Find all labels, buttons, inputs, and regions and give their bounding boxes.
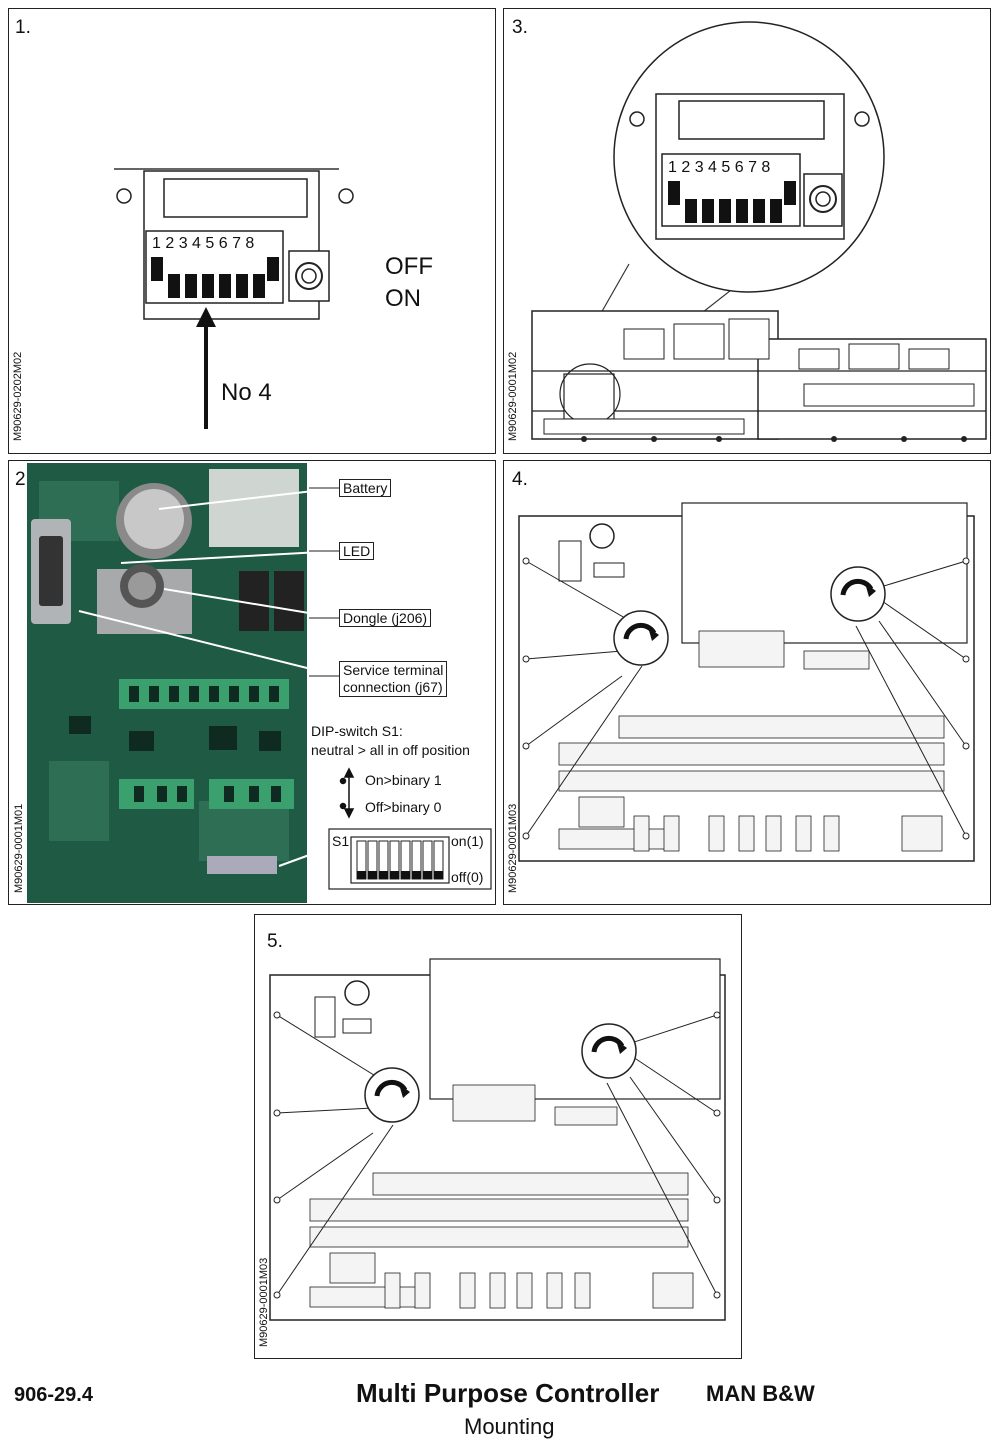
on-state-label: on(1)	[451, 833, 484, 849]
switch-numbers-zoom: 1 2 3 4 5 6 7 8	[668, 159, 771, 176]
panel-2-number: 2.	[15, 469, 31, 490]
doc-title: Multi Purpose Controller	[356, 1378, 660, 1408]
controller-front-drawing-5	[269, 958, 726, 1321]
panel-5-code: M90629-0001M03	[258, 1257, 270, 1347]
panel-3: 3.	[503, 8, 991, 454]
doc-number: 906-29.4	[14, 1384, 93, 1406]
panel-5: 5.	[254, 914, 742, 1359]
service-terminal-callout: Service terminal connection (j67)	[339, 661, 448, 697]
battery-callout: Battery	[339, 479, 392, 497]
pcb-photo	[27, 463, 492, 903]
panel-4-number: 4.	[512, 469, 528, 490]
led-callout: LED	[339, 542, 375, 560]
off-binary-label: Off>binary 0	[365, 799, 442, 815]
on-binary-label: On>binary 1	[365, 772, 442, 788]
panel-1: 1. 1 2 3 4 5 6 7 8 OFF ON No 4 M90629-02…	[8, 8, 496, 454]
s1-label: S1	[332, 833, 350, 849]
panel-2: 2.	[8, 460, 496, 905]
arrow-label-no4: No 4	[221, 379, 272, 406]
dip-switch-title-1: DIP-switch S1:	[311, 723, 403, 739]
controller-side-drawing	[531, 21, 987, 442]
panel-2-code: M90629-0001M01	[13, 803, 25, 893]
off-state-label: off(0)	[451, 869, 484, 885]
off-label: OFF	[385, 253, 433, 280]
panel-5-number: 5.	[267, 931, 283, 952]
on-label: ON	[385, 285, 421, 312]
switch-numbers: 1 2 3 4 5 6 7 8	[152, 235, 255, 252]
panel-4: 4.	[503, 460, 991, 905]
panel-1-code: M90629-0202M02	[12, 351, 24, 441]
service-terminal-line2: connection (j67)	[343, 679, 443, 695]
dongle-callout: Dongle (j206)	[339, 609, 432, 627]
brand-name: MAN B&W	[706, 1381, 815, 1406]
controller-front-drawing-4	[518, 502, 975, 862]
panel-1-number: 1.	[15, 17, 31, 38]
dip-switch-title-2: neutral > all in off position	[311, 742, 470, 758]
panel-3-number: 3.	[512, 17, 528, 38]
doc-subtitle: Mounting	[464, 1414, 555, 1439]
service-terminal-line1: Service terminal	[343, 662, 444, 678]
panel-4-code: M90629-0001M03	[507, 803, 519, 893]
dip-switch-drawing-1	[114, 168, 354, 429]
panel-3-code: M90629-0001M02	[507, 351, 519, 441]
